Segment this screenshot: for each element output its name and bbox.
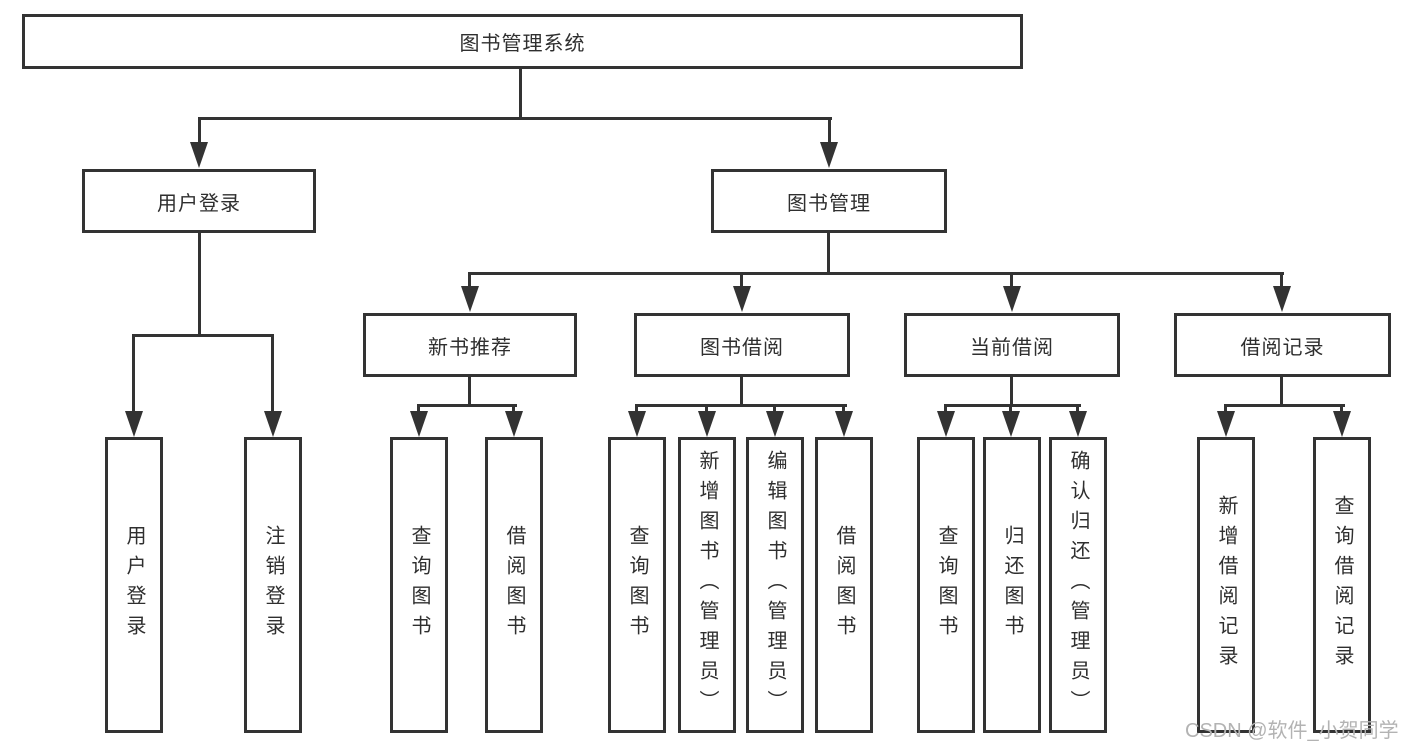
connector-line bbox=[944, 404, 1081, 407]
connector-line bbox=[468, 272, 471, 288]
connector-line bbox=[773, 404, 776, 416]
node-new-book-recommend: 新书推荐 bbox=[363, 313, 577, 377]
leaf-query-books-2: 查询图书 bbox=[608, 437, 666, 733]
arrowhead-down-icon bbox=[628, 411, 646, 437]
arrowhead-down-icon bbox=[766, 411, 784, 437]
connector-line bbox=[1280, 272, 1283, 288]
arrowhead-down-icon bbox=[1333, 411, 1351, 437]
connector-line bbox=[740, 272, 743, 288]
connector-line bbox=[1010, 272, 1013, 288]
connector-line bbox=[417, 404, 517, 407]
connector-line bbox=[740, 377, 743, 407]
leaf-user-login: 用户登录 bbox=[105, 437, 163, 733]
connector-line bbox=[1009, 404, 1012, 416]
node-user-login: 用户登录 bbox=[82, 169, 316, 233]
connector-line bbox=[132, 334, 274, 337]
connector-line bbox=[828, 117, 831, 145]
node-book-management: 图书管理 bbox=[711, 169, 947, 233]
arrowhead-down-icon bbox=[1217, 411, 1235, 437]
connector-line bbox=[1280, 377, 1283, 407]
connector-line bbox=[519, 68, 522, 120]
leaf-label: 借阅图书 bbox=[503, 525, 525, 645]
leaf-return-book: 归还图书 bbox=[983, 437, 1041, 733]
arrowhead-down-icon bbox=[264, 411, 282, 437]
leaf-label: 确认归还（管理员） bbox=[1067, 450, 1089, 720]
csdn-watermark: CSDN @软件_小贺同学 bbox=[1185, 720, 1399, 742]
connector-line bbox=[1010, 377, 1013, 407]
arrowhead-down-icon bbox=[1273, 286, 1291, 312]
leaf-label: 借阅图书 bbox=[833, 525, 855, 645]
arrowhead-down-icon bbox=[937, 411, 955, 437]
arrowhead-down-icon bbox=[1069, 411, 1087, 437]
leaf-add-borrow-record: 新增借阅记录 bbox=[1197, 437, 1255, 733]
node-current-borrow: 当前借阅 bbox=[904, 313, 1120, 377]
connector-line bbox=[635, 404, 638, 416]
leaf-label: 查询借阅记录 bbox=[1331, 495, 1353, 675]
leaf-label: 查询图书 bbox=[626, 525, 648, 645]
leaf-borrow-books-1: 借阅图书 bbox=[485, 437, 543, 733]
arrowhead-down-icon bbox=[820, 142, 838, 168]
connector-line bbox=[198, 233, 201, 336]
connector-line bbox=[512, 404, 515, 416]
leaf-confirm-return-admin: 确认归还（管理员） bbox=[1049, 437, 1107, 733]
arrowhead-down-icon bbox=[190, 142, 208, 168]
connector-line bbox=[132, 334, 135, 414]
node-root: 图书管理系统 bbox=[22, 14, 1023, 69]
leaf-label: 新增图书（管理员） bbox=[696, 450, 718, 720]
connector-line bbox=[842, 404, 845, 416]
arrowhead-down-icon bbox=[1003, 286, 1021, 312]
connector-line bbox=[271, 334, 274, 414]
connector-line bbox=[827, 233, 830, 275]
connector-line bbox=[635, 404, 847, 407]
node-borrow-records: 借阅记录 bbox=[1174, 313, 1391, 377]
arrowhead-down-icon bbox=[733, 286, 751, 312]
connector-line bbox=[198, 117, 201, 145]
connector-line bbox=[468, 272, 1284, 275]
leaf-label: 查询图书 bbox=[935, 525, 957, 645]
connector-line bbox=[705, 404, 708, 416]
arrowhead-down-icon bbox=[698, 411, 716, 437]
leaf-label: 归还图书 bbox=[1001, 525, 1023, 645]
arrowhead-down-icon bbox=[125, 411, 143, 437]
leaf-label: 注销登录 bbox=[262, 525, 284, 645]
connector-line bbox=[1224, 404, 1345, 407]
connector-line bbox=[417, 404, 420, 416]
arrowhead-down-icon bbox=[1002, 411, 1020, 437]
leaf-label: 编辑图书（管理员） bbox=[764, 450, 786, 720]
arrowhead-down-icon bbox=[505, 411, 523, 437]
leaf-label: 用户登录 bbox=[123, 525, 145, 645]
connector-line bbox=[1224, 404, 1227, 416]
leaf-query-books-3: 查询图书 bbox=[917, 437, 975, 733]
arrowhead-down-icon bbox=[461, 286, 479, 312]
arrowhead-down-icon bbox=[835, 411, 853, 437]
leaf-add-book-admin: 新增图书（管理员） bbox=[678, 437, 736, 733]
node-book-borrow: 图书借阅 bbox=[634, 313, 850, 377]
connector-line bbox=[198, 117, 832, 120]
leaf-logout: 注销登录 bbox=[244, 437, 302, 733]
leaf-borrow-books-2: 借阅图书 bbox=[815, 437, 873, 733]
leaf-label: 新增借阅记录 bbox=[1215, 495, 1237, 675]
arrowhead-down-icon bbox=[410, 411, 428, 437]
leaf-label: 查询图书 bbox=[408, 525, 430, 645]
connector-line bbox=[468, 377, 471, 407]
connector-line bbox=[1340, 404, 1343, 416]
leaf-query-borrow-record: 查询借阅记录 bbox=[1313, 437, 1371, 733]
connector-line bbox=[944, 404, 947, 416]
leaf-query-books-1: 查询图书 bbox=[390, 437, 448, 733]
connector-line bbox=[1076, 404, 1079, 416]
leaf-edit-book-admin: 编辑图书（管理员） bbox=[746, 437, 804, 733]
